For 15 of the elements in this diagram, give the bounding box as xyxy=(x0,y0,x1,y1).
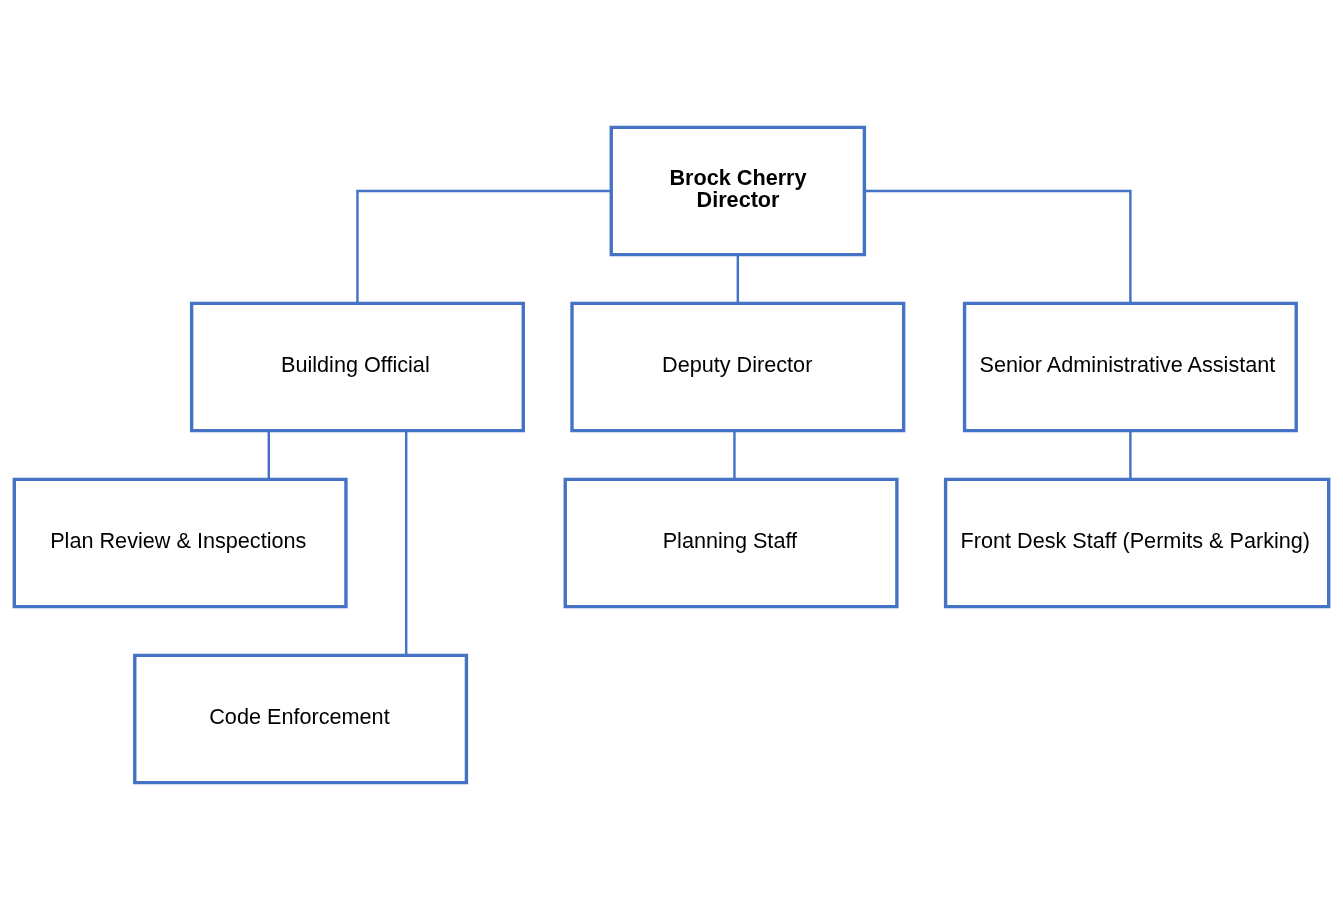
node-box: Plan Review & Inspections xyxy=(12,477,348,609)
node-box: Senior Administrative Assistant xyxy=(962,301,1298,433)
node-box: Front Desk Staff (Permits & Parking) xyxy=(943,477,1331,609)
node-box: Building Official xyxy=(189,301,525,433)
node-box: Planning Staff xyxy=(563,477,899,609)
connector xyxy=(736,255,740,304)
node-box: Code Enforcement xyxy=(133,653,469,785)
connector xyxy=(356,189,612,303)
connector xyxy=(267,431,270,480)
node-box: Brock Cherry Director xyxy=(609,125,867,257)
connector xyxy=(404,430,408,656)
connector xyxy=(864,189,1132,303)
connector xyxy=(733,431,736,480)
connector xyxy=(1129,431,1132,480)
node-box: Deputy Director xyxy=(570,301,906,433)
